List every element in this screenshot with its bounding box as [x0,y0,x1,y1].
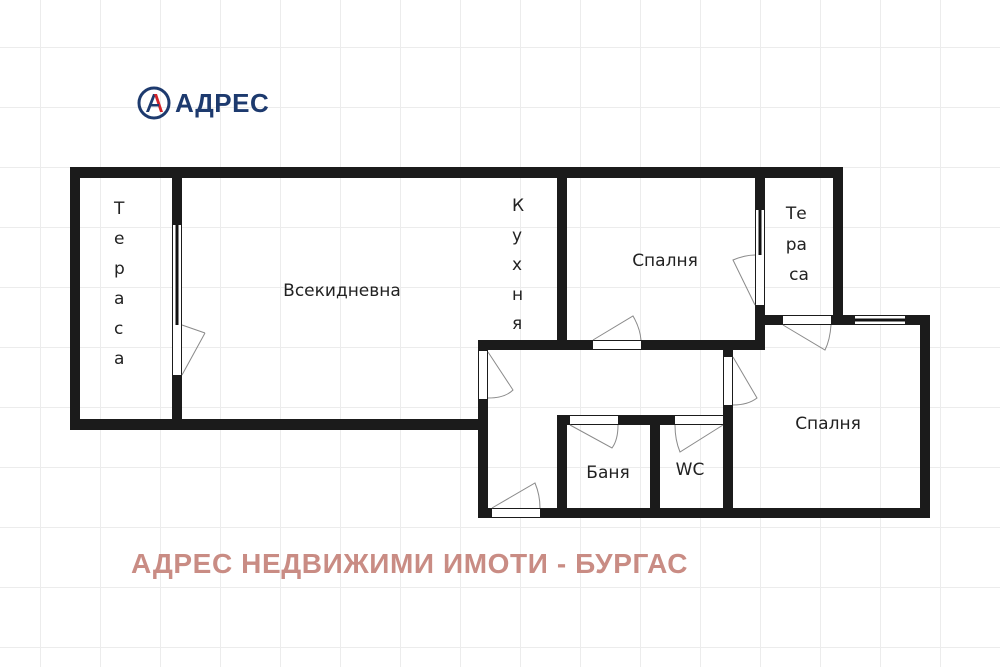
wall-hall-left [478,340,488,518]
wall-bath-left [557,415,567,518]
wall-bottom [478,508,930,518]
label-terrace-right-line: са [789,265,809,285]
door-entrance[interactable] [491,482,541,509]
wall-kitchen-right [557,167,567,350]
door-bedroom-2[interactable] [732,356,758,406]
door-bathroom[interactable] [569,424,619,449]
label-terrace-right: Те ра са [785,204,812,285]
footer-agency-name: АДРЕС НЕДВИЖИМИ ИМОТИ - БУРГАС [131,548,689,579]
label-living-room: Всекидневна [283,281,401,301]
label-bedroom-2: Спалня [795,414,861,434]
logo-text: АДРЕС [175,87,270,118]
openings [173,210,905,517]
wall-wc-left [650,415,660,518]
door-wc[interactable] [674,424,724,453]
wall-bedroom2-right [920,315,930,518]
door-terrace-left[interactable] [181,324,206,376]
logo-a-icon [137,86,171,120]
wall-bath-top [557,415,733,425]
label-kitchen: Кухня [512,196,525,334]
logo: АДРЕС [137,86,269,120]
wall-bedroom2-left [723,340,733,518]
door-terrace-right[interactable] [732,254,756,306]
label-bedroom-1: Спалня [632,251,698,271]
wall-terrace-bottom [755,315,930,325]
wall-terrace-right [833,167,843,325]
door-bedroom-1[interactable] [592,315,642,341]
label-terrace-right-line: Те [785,204,807,224]
door-living-hall[interactable] [487,351,514,399]
wall-top [70,167,843,178]
wall-left [70,167,80,430]
wall-bottom-left [70,419,487,430]
room-labels: Всекидневна Спалня Те ра са Спалня Баня … [283,204,861,483]
label-bathroom: Баня [586,463,629,483]
label-terrace-right-line: ра [786,235,807,255]
label-terrace-left: Тераса [114,199,125,369]
label-wc: WC [676,460,705,480]
door-bedroom2-terrace[interactable] [782,324,832,351]
